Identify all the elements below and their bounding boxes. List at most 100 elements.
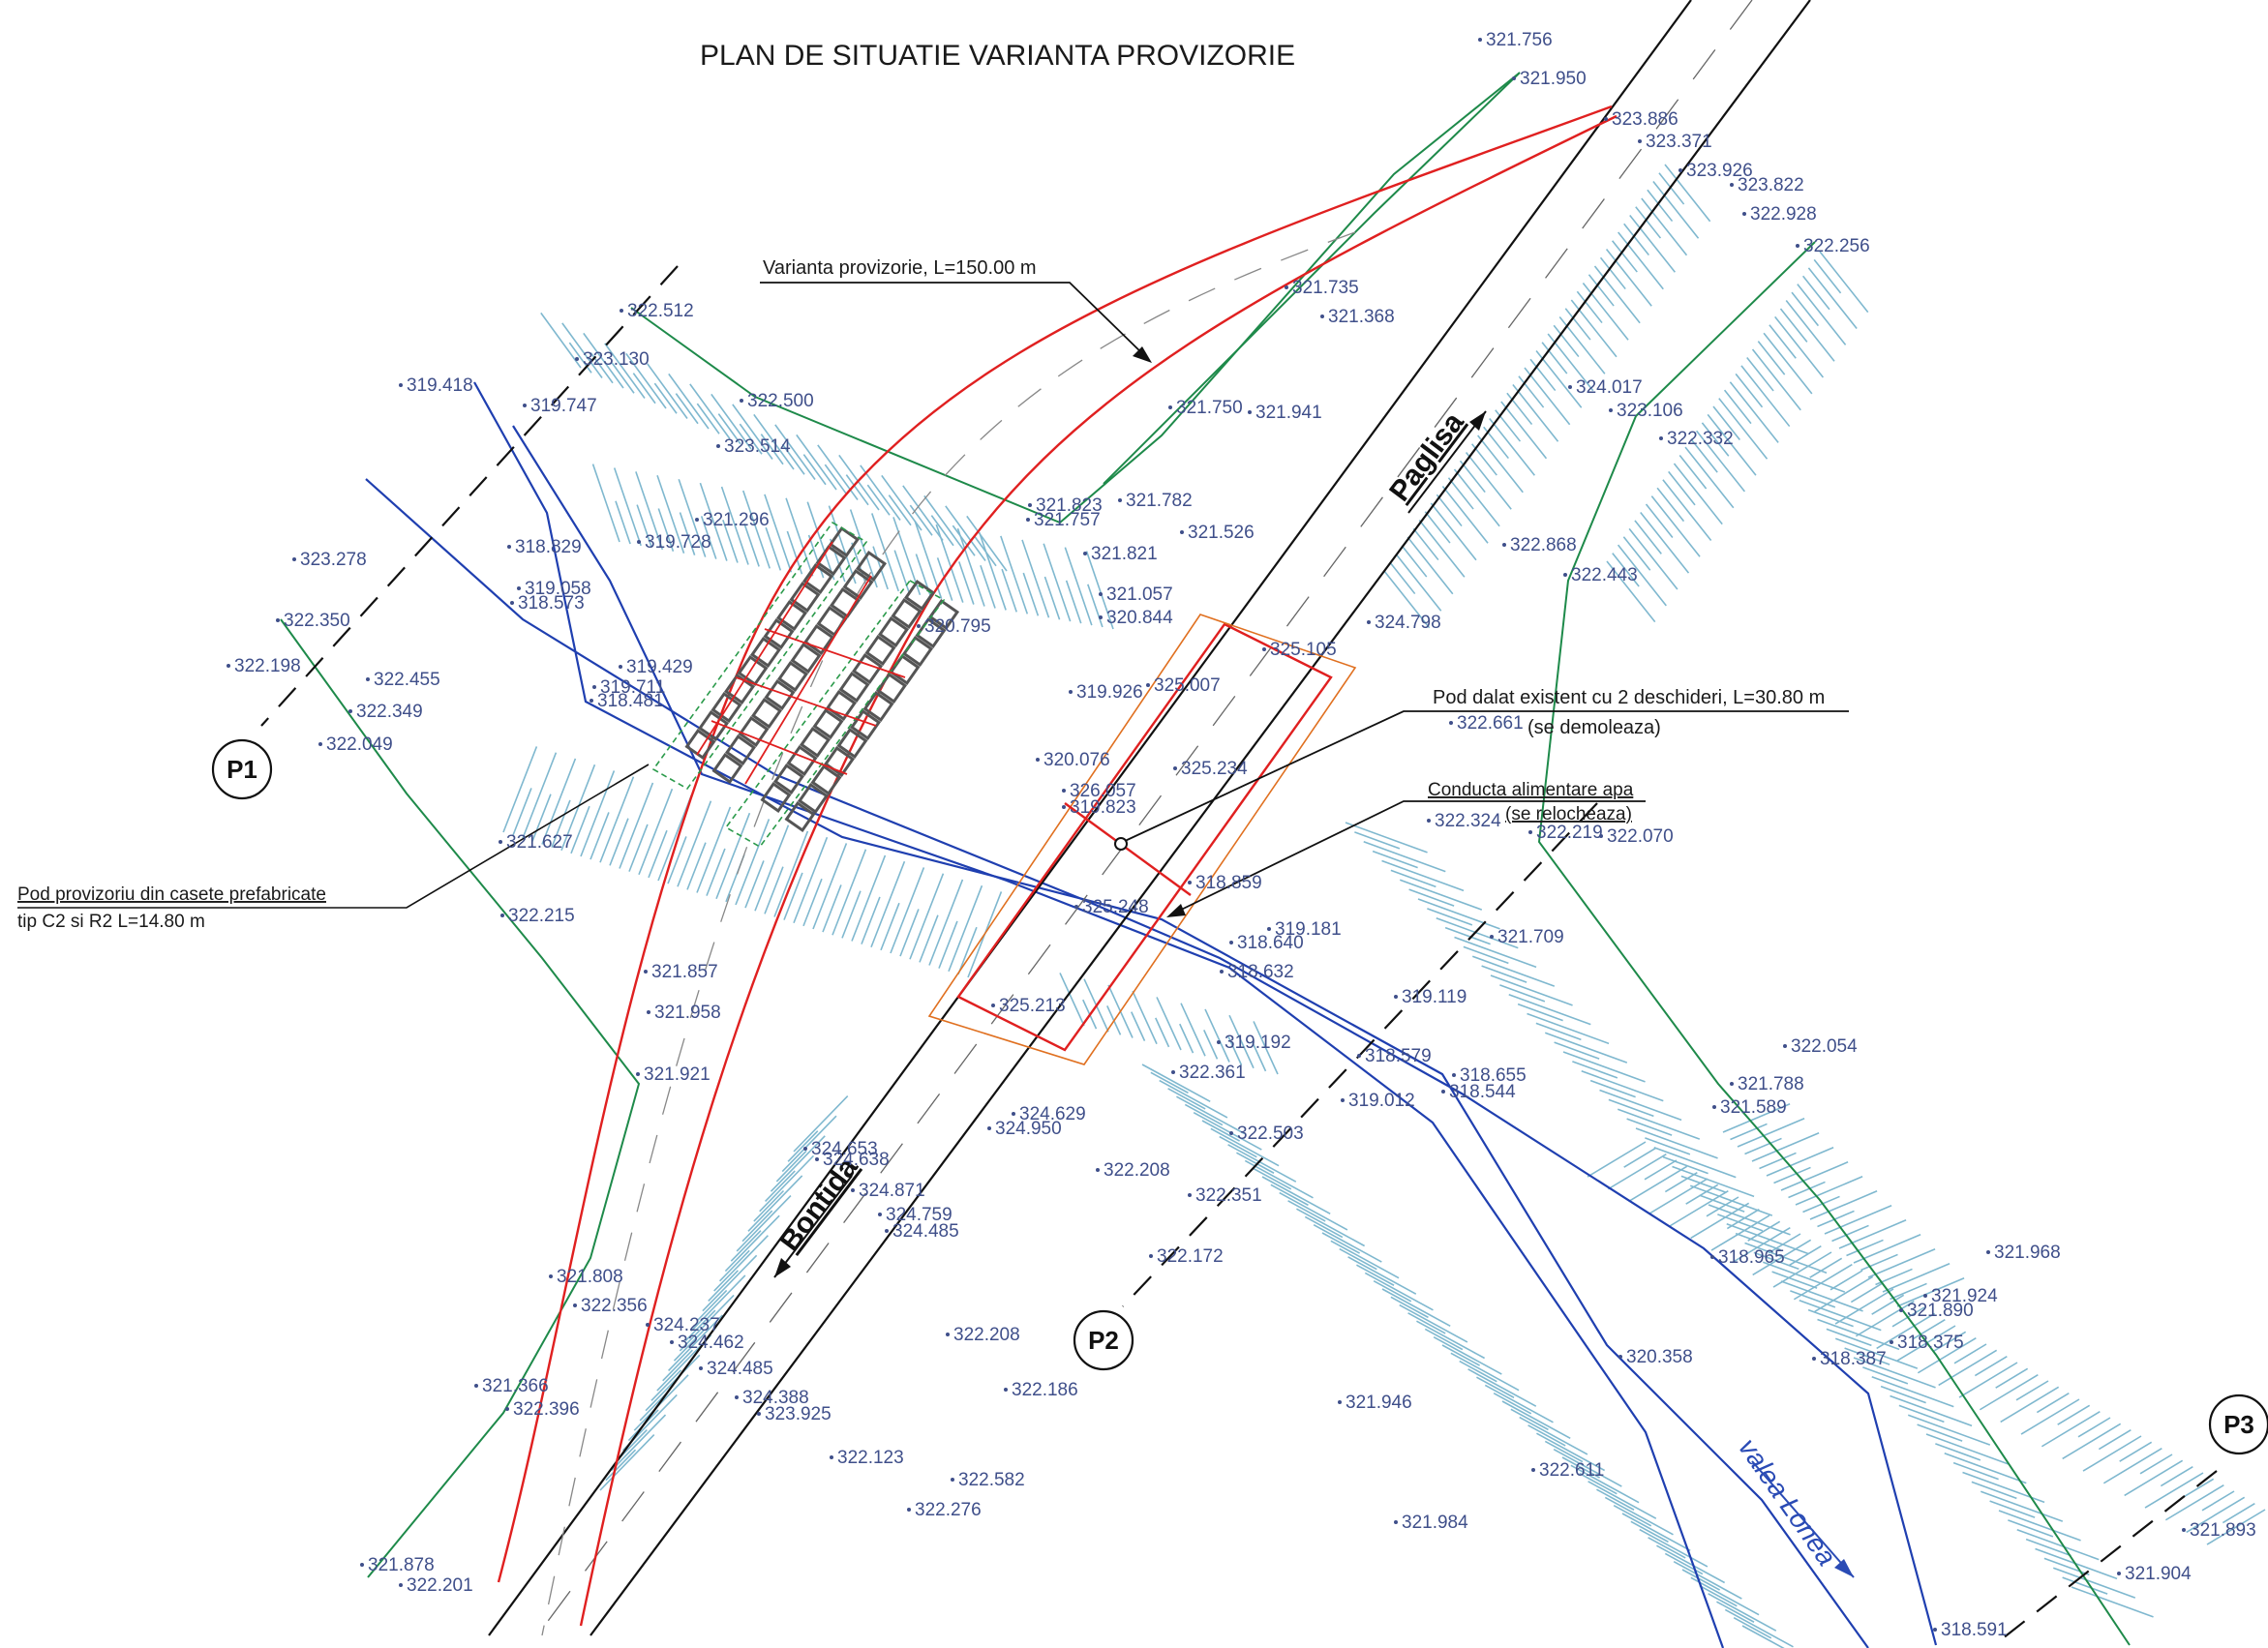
elevation-dot: [1146, 683, 1150, 687]
leader-arrow: [1133, 346, 1152, 363]
hatch-tick: [1838, 1219, 1907, 1249]
contour-line: [1537, 241, 2131, 1646]
elevation-label: 322.256: [1803, 236, 1870, 256]
hatch-tick: [1087, 584, 1104, 628]
hatch-tick: [1490, 974, 1573, 1006]
elevation-dot: [399, 1583, 403, 1587]
hatch-tick: [796, 434, 837, 491]
hatch-tick: [1131, 1011, 1146, 1041]
elevation-dot: [474, 1384, 478, 1388]
contour-lines: [280, 72, 2131, 1646]
hatch-tick: [1769, 324, 1797, 359]
profile-circle: [211, 738, 273, 800]
elevation-dot: [1188, 1193, 1192, 1197]
elevation-label: 324.462: [678, 1333, 744, 1353]
hatch-tick: [2201, 1490, 2235, 1512]
hatch-tick: [605, 1449, 637, 1482]
hatch-tick: [923, 494, 965, 552]
precast-box: [864, 634, 896, 667]
hatch-tick: [1599, 1089, 1682, 1122]
hatch-tick: [689, 383, 731, 439]
elevation-label: 319.728: [645, 532, 711, 553]
hatch-tick: [824, 464, 848, 495]
hatch-tick: [1690, 1576, 1760, 1616]
hatch-tick: [1639, 1528, 1709, 1568]
hatch-tick: [1807, 1308, 1854, 1328]
hatch-tick: [1662, 479, 1712, 541]
hatch-tick: [1296, 1208, 1366, 1247]
grid-line: [744, 575, 872, 785]
hatch-tick: [678, 478, 707, 557]
hatch-tick: [1890, 1282, 1927, 1301]
hatch-tick: [590, 812, 610, 860]
hatch-tick: [1757, 341, 1786, 375]
elevation-label: 321.984: [1402, 1513, 1468, 1533]
hatch-tick: [1553, 1449, 1622, 1487]
hatch-tick: [690, 1274, 746, 1332]
hatch-tick: [1773, 1166, 1811, 1184]
hatch-tick: [2008, 1519, 2054, 1538]
hatch-tick: [1381, 1288, 1451, 1328]
profile-lines: [260, 265, 2218, 1646]
hatch-tick: [1780, 1161, 1849, 1191]
hatch-tick: [1809, 1190, 1878, 1220]
hatch-tick: [1826, 1328, 1872, 1347]
elevation-label: 322.455: [374, 670, 440, 690]
direction-arrow: [773, 1175, 853, 1278]
callout-text: Pod provizoriu din casete prefabricate: [17, 884, 326, 905]
hatch-tick: [1043, 576, 1061, 620]
elevation-label: 321.296: [703, 510, 770, 530]
hatch-tick: [1204, 1008, 1230, 1063]
hatch-tick: [747, 1175, 803, 1232]
temporary-road-axis: [541, 231, 1356, 1636]
hatch-tick: [1718, 398, 1769, 460]
elevation-label: 320.795: [924, 616, 991, 637]
hatch-tick: [615, 500, 631, 545]
elevation-dot: [1341, 1098, 1345, 1102]
hatch-tick: [1684, 446, 1735, 509]
hatch-tick: [715, 812, 751, 900]
elevation-label: 326.057: [1070, 781, 1136, 801]
elevation-label: 321.921: [644, 1064, 711, 1085]
hatch-tick: [1554, 1041, 1600, 1060]
profile-marker-p1: P1: [211, 738, 273, 800]
elevation-label: 321.756: [1486, 30, 1553, 50]
hatch-tick: [1553, 324, 1580, 358]
elevation-label: 322.350: [284, 611, 350, 631]
hatch-tick: [1935, 1443, 1981, 1461]
hatch-tick: [764, 866, 784, 914]
road-name: Paglisa: [1383, 406, 1470, 507]
elevation-dot: [276, 618, 280, 622]
hatch-tick: [1952, 1461, 1999, 1481]
profile-line-p3: [1993, 1470, 2218, 1646]
callout-pod-existent: Pod dalat existent cu 2 deschideri, L=30…: [1114, 687, 1849, 851]
hatch-tick: [662, 1349, 693, 1382]
hatch-tick: [1279, 1191, 1348, 1231]
hatch-tick: [1501, 1400, 1571, 1440]
hatch-tick: [1685, 1184, 1719, 1205]
hatch-tick: [1390, 869, 1436, 888]
hatch-tick: [899, 909, 920, 957]
hatch-tick: [700, 516, 717, 559]
elevation-label: 319.711: [600, 677, 665, 698]
elevation-dot: [399, 383, 403, 387]
hatch-tick: [560, 764, 596, 852]
hatch-tick: [1500, 401, 1548, 460]
elevation-dot: [1531, 1468, 1535, 1472]
hatch-tick: [708, 1270, 739, 1302]
hatch-tick: [1669, 1189, 1729, 1227]
road-edge-line: [488, 0, 1692, 1636]
hatch-tick: [568, 342, 592, 374]
hatch-tick: [1747, 1220, 1781, 1242]
elevation-label: 324.638: [823, 1150, 890, 1170]
elevation-label: 324.653: [811, 1139, 878, 1159]
hatch-tick: [1716, 1601, 1755, 1623]
hatch-tick: [1707, 413, 1757, 476]
elevation-label: 323.925: [765, 1404, 832, 1424]
hatch-tick: [1535, 1022, 1582, 1041]
hatch-tick: [1608, 1098, 1654, 1118]
profile-label: P2: [1088, 1326, 1119, 1355]
hatch-tick: [1862, 1366, 1909, 1385]
elevation-label: 323.514: [724, 436, 791, 457]
hatch-tick: [1672, 1165, 1755, 1198]
